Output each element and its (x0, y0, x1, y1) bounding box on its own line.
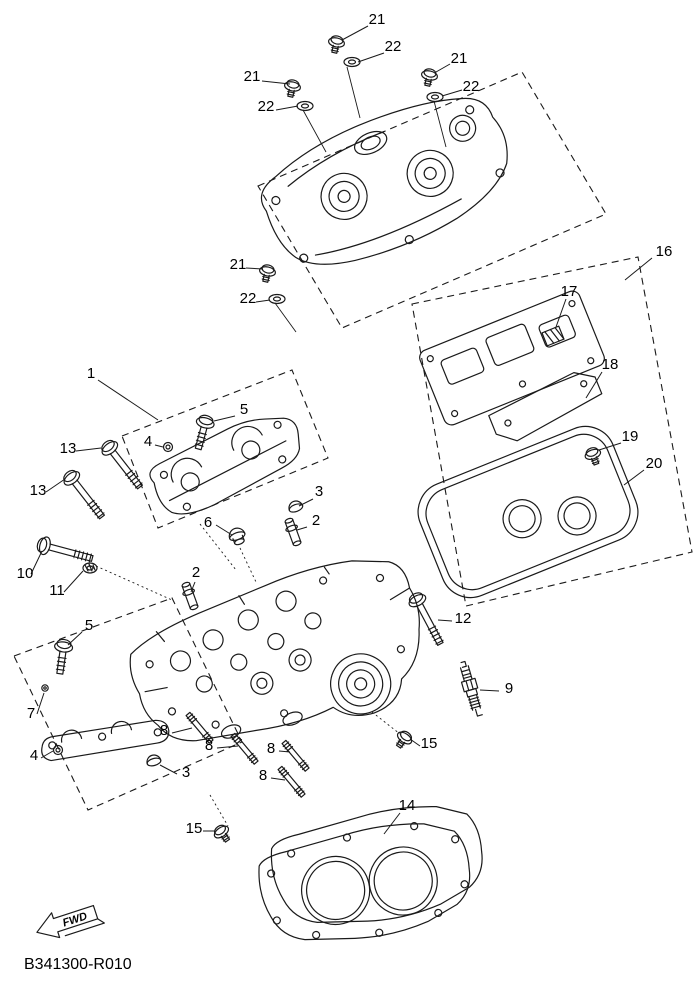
washer-22-b (296, 100, 314, 112)
washer-22-d (268, 293, 286, 305)
callout-13-a: 13 (60, 440, 77, 457)
fwd-arrow: FWD (36, 904, 105, 939)
bolt-19 (582, 444, 605, 468)
callout-15-a: 15 (421, 735, 438, 752)
plate-18-part (488, 372, 603, 442)
callout-12: 12 (455, 610, 472, 627)
spark-plug-9 (455, 659, 486, 719)
callout-2-a: 2 (312, 512, 320, 529)
callout-19: 19 (622, 428, 639, 445)
callout-22-c: 22 (463, 78, 480, 95)
breather-plate-part (419, 290, 605, 426)
guide-2-a (281, 516, 305, 548)
callout-8-b: 8 (205, 737, 213, 754)
callout-13-b: 13 (30, 482, 47, 499)
bolt-21-a (325, 33, 347, 55)
callout-8-d: 8 (259, 767, 267, 784)
bolt-5-a (188, 412, 217, 452)
valve-cover-part (260, 97, 508, 265)
camshaft-cap-part (149, 417, 301, 515)
callout-9: 9 (505, 680, 513, 697)
cap-6-part (228, 527, 246, 546)
plug-3-b (144, 752, 163, 768)
retainer-17-part (541, 325, 565, 347)
callout-22-d: 22 (240, 290, 257, 307)
callout-21-a: 21 (369, 11, 386, 28)
callout-11: 11 (49, 582, 65, 599)
callout-7: 7 (27, 705, 35, 722)
bolt-21-b (281, 77, 303, 99)
assembly-axes (95, 523, 401, 827)
callout-17: 17 (561, 283, 578, 300)
seal-11-part (82, 562, 98, 574)
callout-8-c: 8 (267, 740, 275, 757)
bolt-21-d (256, 262, 278, 284)
callout-22-b: 22 (258, 98, 275, 115)
callout-8-a: 8 (160, 722, 168, 739)
stud-8-d (276, 765, 307, 799)
boundary-camshaft-cap (121, 369, 329, 529)
callout-21-c: 21 (451, 50, 468, 67)
plug-3-a (286, 498, 305, 515)
callout-21-b: 21 (244, 68, 261, 85)
callout-1: 1 (87, 365, 95, 382)
leader-lines (30, 25, 653, 835)
lower-bracket-part (41, 719, 170, 762)
stud-8-c (280, 739, 311, 773)
head-gasket-part (258, 806, 483, 941)
bolt-12 (405, 589, 449, 649)
boundary-valve-cover (257, 71, 607, 329)
bolt-21-c (418, 66, 440, 88)
callout-15-b: 15 (186, 820, 203, 837)
callout-2-b: 2 (192, 564, 200, 581)
guide-2-b (178, 580, 202, 612)
valve-cover-gasket-part (417, 425, 639, 599)
callout-21-d: 21 (230, 256, 247, 273)
bolt-10 (34, 534, 96, 568)
stud-8-b (229, 732, 260, 766)
callout-10: 10 (17, 565, 34, 582)
bolt-5-b (50, 637, 75, 676)
callout-3-a: 3 (315, 483, 323, 500)
washer-22-a (343, 56, 361, 68)
diagram-code: B341300-R010 (24, 956, 132, 973)
cover-bolts-washers (256, 33, 447, 333)
callout-4-b: 4 (30, 747, 38, 764)
callout-14: 14 (399, 797, 416, 814)
bolt-15-b (210, 821, 235, 846)
boundary-gasket-assembly (411, 256, 693, 607)
boundary-boxes (13, 71, 693, 811)
callout-labels: 21 22 21 22 21 22 16 17 21 22 18 1 5 4 1… (17, 11, 673, 837)
pin-7-part (41, 684, 49, 692)
washer-22-c (426, 91, 444, 103)
callout-20: 20 (646, 455, 663, 472)
callout-3-b: 3 (182, 764, 190, 781)
bolt-13-a (97, 436, 148, 494)
boundary-lower-bracket (13, 597, 243, 811)
callout-6: 6 (204, 514, 212, 531)
callout-5-b: 5 (85, 617, 93, 634)
dowel-4-a (162, 441, 174, 453)
bolt-13-b (59, 466, 110, 524)
callout-18: 18 (602, 356, 619, 373)
callout-5-a: 5 (240, 401, 248, 418)
callout-4-a: 4 (144, 433, 152, 450)
cylinder-head-part (129, 560, 420, 742)
callout-16: 16 (656, 243, 673, 260)
callout-22-a: 22 (385, 38, 402, 55)
